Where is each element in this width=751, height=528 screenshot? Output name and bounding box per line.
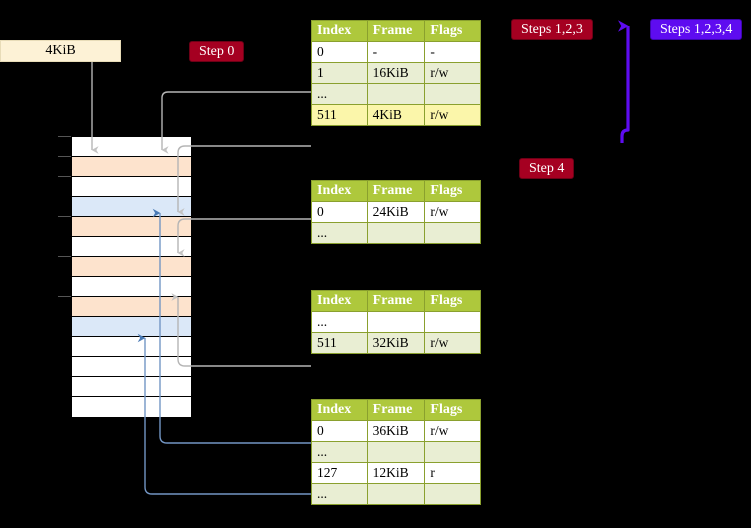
column-header: Frame [366, 399, 426, 421]
table-row: 0-- [311, 41, 481, 63]
column-header: Frame [366, 20, 426, 42]
wire-table2-row511 [171, 293, 311, 367]
memory-frame-row [72, 277, 191, 297]
column-header: Frame [366, 290, 426, 312]
table-cell: r [424, 462, 481, 484]
table-row: ... [311, 83, 481, 105]
badge-step-4: Step 4 [519, 158, 575, 179]
table-cell [424, 483, 481, 505]
memory-frame-row [72, 397, 191, 417]
column-header: Flags [424, 20, 481, 42]
table-cell: - [366, 41, 426, 63]
table-cell: 0 [311, 41, 368, 63]
memory-tick [58, 136, 71, 137]
table-cell [366, 83, 426, 105]
wire-table0-row511 [177, 145, 311, 216]
table-cell: ... [311, 83, 368, 105]
memory-frame-row [72, 157, 191, 177]
column-header: Flags [424, 180, 481, 202]
table-cell: 127 [311, 462, 368, 484]
table-cell: 0 [311, 201, 368, 223]
column-header: Frame [366, 180, 426, 202]
table-cell: 36KiB [366, 420, 426, 442]
memory-tick [58, 296, 71, 297]
table-row: ... [311, 222, 481, 244]
wire-purple-loop [618, 20, 630, 143]
badge-steps-123: Steps 1,2,3 [511, 19, 593, 40]
table-cell: 511 [311, 332, 368, 354]
table-cell: 4KiB [366, 104, 426, 126]
memory-frame-row [72, 337, 191, 357]
table-cell: - [424, 41, 481, 63]
table-cell [424, 222, 481, 244]
table-cell: ... [311, 311, 368, 333]
table-cell [366, 483, 426, 505]
table-cell: ... [311, 483, 368, 505]
table-cell: r/w [424, 62, 481, 84]
physical-memory-column [71, 136, 191, 417]
table-row: ... [311, 311, 481, 333]
memory-frame-row [72, 297, 191, 317]
table-cell: ... [311, 222, 368, 244]
table-cell: r/w [424, 420, 481, 442]
column-header: Index [311, 180, 368, 202]
table-cell: 511 [311, 104, 368, 126]
table-cell: 24KiB [366, 201, 426, 223]
table-cell: 0 [311, 420, 368, 442]
wire-table1-row0 [177, 218, 311, 257]
table-cell [366, 311, 426, 333]
table-cell [424, 441, 481, 463]
memory-frame-row [72, 357, 191, 377]
table-cell [424, 311, 481, 333]
memory-tick [58, 216, 71, 217]
table-row: ... [311, 441, 481, 463]
page-size-box: 4KiB [0, 40, 121, 62]
table-cell [424, 83, 481, 105]
memory-frame-row [72, 237, 191, 257]
table-cell: r/w [424, 104, 481, 126]
memory-tick [58, 156, 71, 157]
table-cell: r/w [424, 201, 481, 223]
memory-frame-row [72, 217, 191, 237]
column-header: Flags [424, 290, 481, 312]
table-cell: 32KiB [366, 332, 426, 354]
table-cell: r/w [424, 332, 481, 354]
table-cell [366, 222, 426, 244]
memory-tick [58, 256, 71, 257]
memory-frame-row [72, 257, 191, 277]
table-cell [366, 441, 426, 463]
column-header: Flags [424, 399, 481, 421]
badge-steps-1234: Steps 1,2,3,4 [650, 19, 743, 40]
memory-frame-row [72, 317, 191, 337]
memory-frame-row [72, 377, 191, 397]
memory-tick [58, 176, 71, 177]
badge-step-0: Step 0 [189, 41, 245, 62]
table-cell: ... [311, 441, 368, 463]
table-cell: 16KiB [366, 62, 426, 84]
table-cell: 1 [311, 62, 368, 84]
table-cell: 12KiB [366, 462, 426, 484]
memory-frame-row [72, 177, 191, 197]
memory-frame-row [72, 197, 191, 217]
table-row: ... [311, 483, 481, 505]
memory-frame-row [72, 137, 191, 157]
column-header: Index [311, 399, 368, 421]
column-header: Index [311, 290, 368, 312]
column-header: Index [311, 20, 368, 42]
